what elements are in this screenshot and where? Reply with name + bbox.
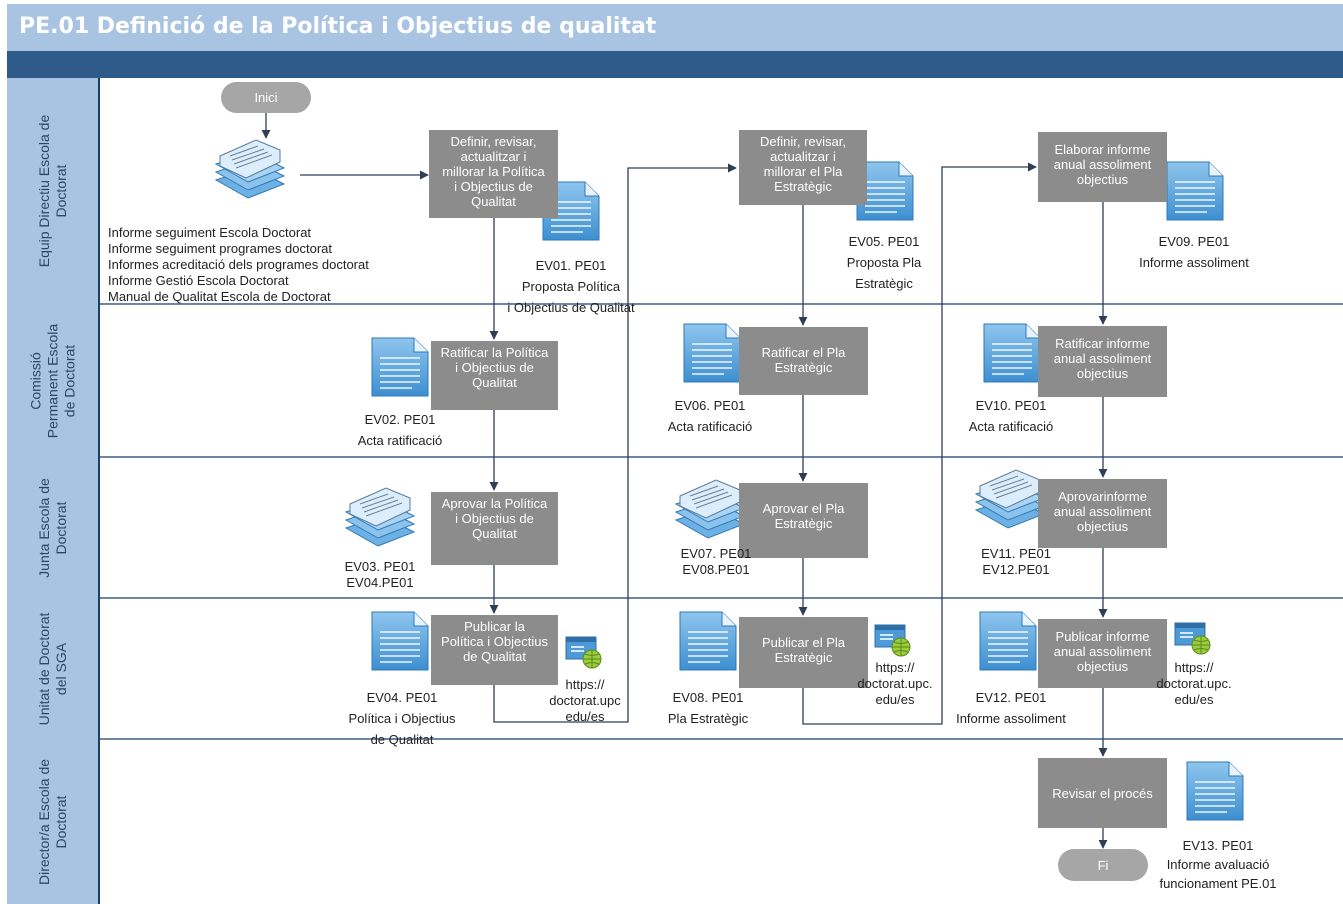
ev11-documents-icon [975,469,1045,529]
input-documents-icon [215,139,285,199]
task-revisar-proces: Revisar el procés [1038,758,1167,828]
ev04-document-icon [371,611,429,671]
header-strip [7,51,1343,78]
web-globe-icon [565,636,602,669]
lane-divider [100,738,1343,740]
start-terminal: Inici [221,82,311,113]
ev07-documents-icon [675,479,745,539]
ev10-document-icon [983,323,1041,383]
web-link-2[interactable]: https://doctorat.upc.edu/es [857,660,933,707]
ev08-document-icon [679,611,737,671]
title-bar: PE.01 Definició de la Política i Objecti… [7,4,1343,51]
ev12-document-icon [979,611,1037,671]
ev02-document-icon [371,337,429,397]
end-terminal: Fi [1058,849,1148,881]
ev13-document-icon [1186,761,1244,821]
web-globe-icon [1174,622,1211,655]
lane-divider [100,303,1343,305]
ev09-document-icon [1166,161,1224,221]
page-title: PE.01 Definició de la Política i Objecti… [19,14,657,39]
web-globe-icon [874,624,911,657]
ev06-document-icon [683,323,741,383]
lane-divider [100,456,1343,458]
web-link-3[interactable]: https://doctorat.upc.edu/es [1156,660,1232,707]
lane-divider [100,597,1343,599]
ev03-documents-icon [345,487,415,547]
